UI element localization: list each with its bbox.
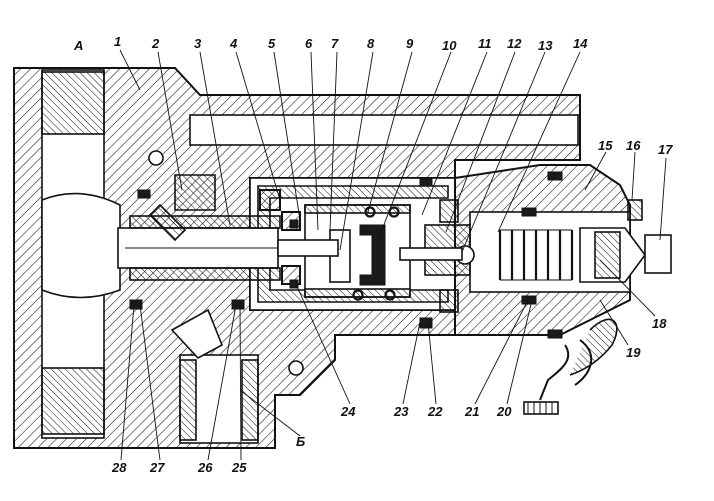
label-14: 14 (573, 36, 588, 51)
housing-body (13, 67, 581, 449)
label-10: 10 (442, 38, 457, 53)
label-20: 20 (496, 404, 512, 419)
spring (498, 229, 574, 281)
label-15: 15 (598, 138, 613, 153)
label-11: 11 (478, 36, 492, 51)
label-a: А (73, 38, 83, 53)
label-23: 23 (393, 404, 409, 419)
label-17: 17 (658, 142, 673, 157)
label-28: 28 (111, 460, 127, 475)
label-22: 22 (427, 404, 443, 419)
label-4: 4 (229, 36, 238, 51)
label-9: 9 (406, 36, 414, 51)
label-16: 16 (626, 138, 641, 153)
label-27: 27 (149, 460, 165, 475)
right-valve-assembly (399, 164, 672, 415)
label-13: 13 (538, 38, 553, 53)
label-25: 25 (231, 460, 247, 475)
label-12: 12 (507, 36, 522, 51)
piston-assembly (117, 174, 433, 329)
label-19: 19 (626, 345, 641, 360)
label-24: 24 (340, 404, 356, 419)
label-6: 6 (305, 36, 313, 51)
upper-channel (189, 114, 579, 146)
label-3: 3 (194, 36, 202, 51)
label-b: Б (296, 434, 305, 449)
label-8: 8 (367, 36, 375, 51)
label-26: 26 (197, 460, 213, 475)
label-21: 21 (464, 404, 479, 419)
label-5: 5 (268, 36, 276, 51)
label-18: 18 (652, 316, 667, 331)
label-1: 1 (114, 34, 121, 49)
callout-labels: А 1 2 3 4 5 6 7 8 9 10 11 12 13 14 15 16… (73, 34, 673, 475)
label-7: 7 (331, 36, 339, 51)
label-2: 2 (151, 36, 160, 51)
leader-lines (119, 49, 667, 461)
